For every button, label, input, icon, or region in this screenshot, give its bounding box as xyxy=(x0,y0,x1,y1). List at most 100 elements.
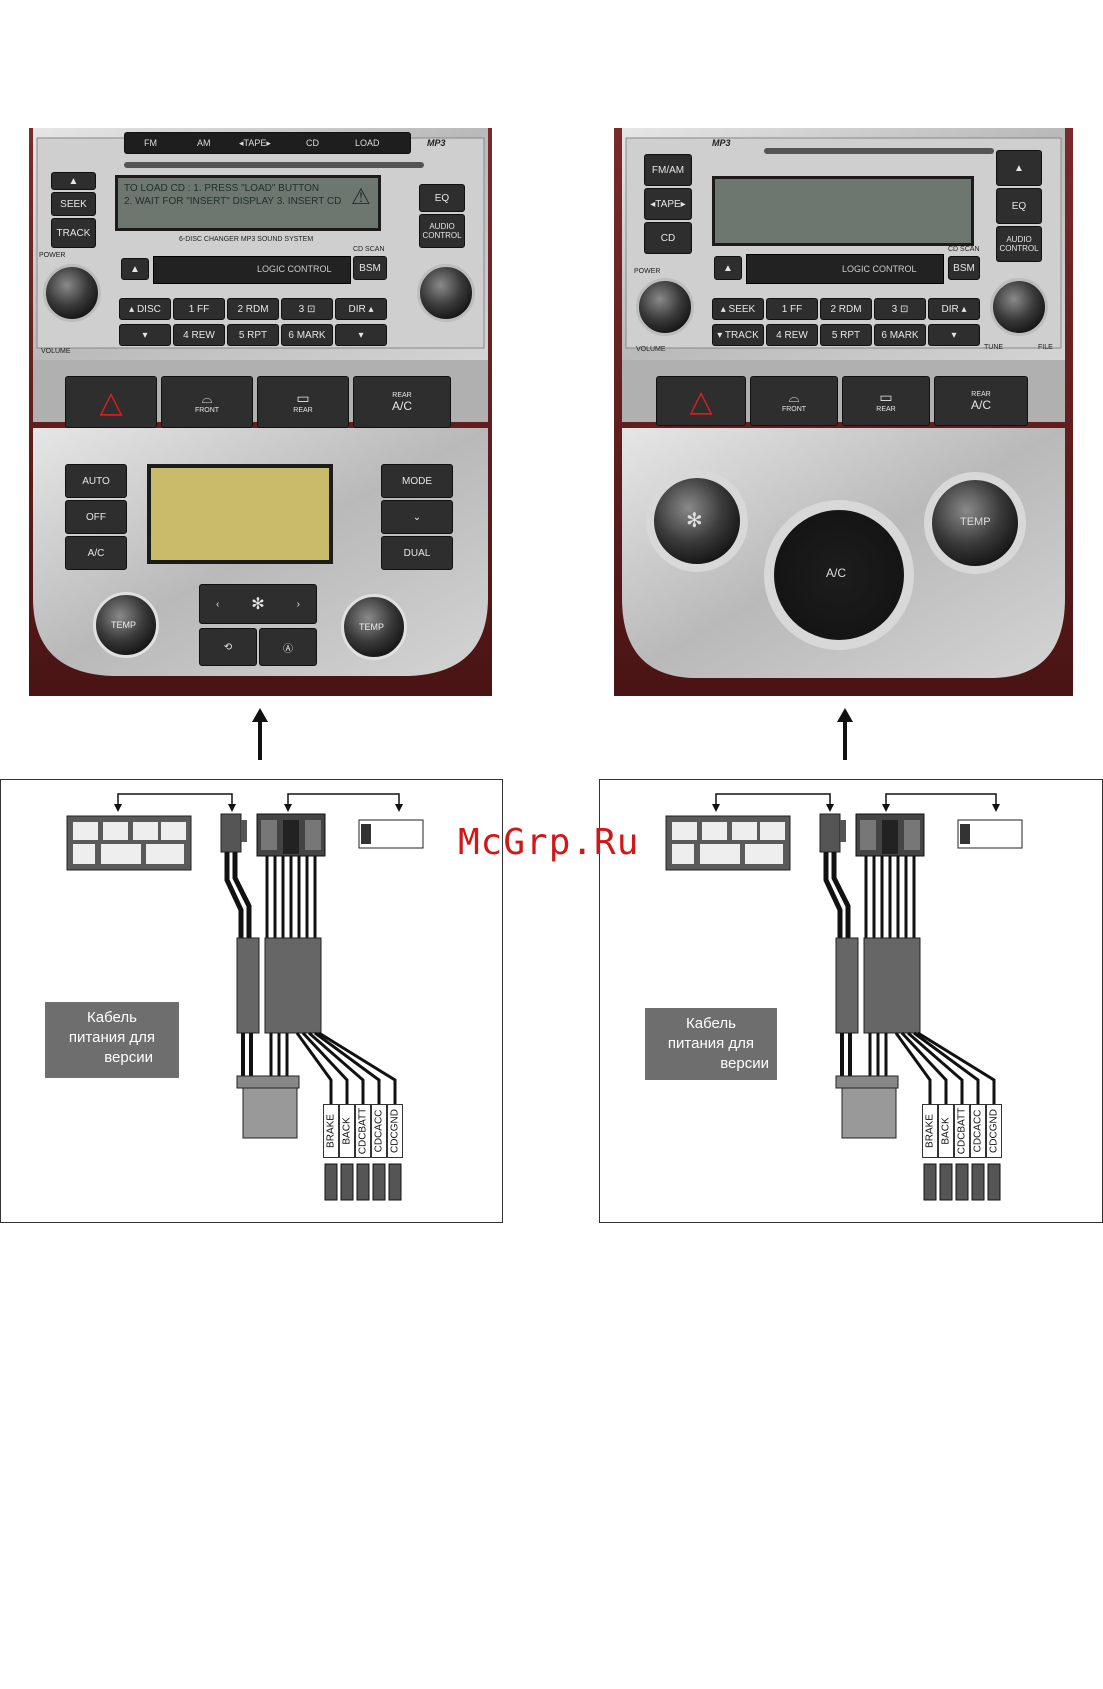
seek-up-button[interactable]: ▴ SEEK xyxy=(712,298,764,320)
bsm-button[interactable]: BSM xyxy=(948,256,980,280)
mode-dial[interactable] xyxy=(764,500,914,650)
volume-knob[interactable] xyxy=(636,278,694,336)
track-down-button[interactable]: ▾ TRACK xyxy=(712,324,764,346)
temp-knob-right[interactable] xyxy=(341,594,407,660)
load-button[interactable]: LOAD xyxy=(355,138,380,148)
am-button[interactable]: AM xyxy=(197,138,211,148)
dir-up-button[interactable]: DIR ▴ xyxy=(335,298,387,320)
cd-button[interactable]: CD xyxy=(306,138,319,148)
ac-button[interactable]: A/C xyxy=(65,536,127,570)
rear-defrost-button[interactable]: ▭REAR xyxy=(257,376,349,428)
rear-defrost-button[interactable]: ▭REAR xyxy=(842,376,930,426)
dual-button[interactable]: DUAL xyxy=(381,536,453,570)
cable-label-line-1: Кабель xyxy=(87,1009,137,1026)
bsm-button[interactable]: BSM xyxy=(353,256,387,280)
tune-knob[interactable] xyxy=(990,278,1048,336)
left-harness-drawing xyxy=(66,793,424,1201)
cd-slot xyxy=(764,148,994,154)
warning-triangle-icon: ⚠ xyxy=(351,184,371,209)
preset-6[interactable]: 6 MARK xyxy=(874,324,926,346)
front-defrost-icon: ⌓ xyxy=(201,390,213,406)
tape-button[interactable]: ◂TAPE▸ xyxy=(239,138,271,148)
front-defrost-button[interactable]: ⌓FRONT xyxy=(161,376,253,428)
audio-control-button[interactable]: AUDIO CONTROL xyxy=(419,214,465,248)
fm-am-button[interactable]: FM/AM xyxy=(644,154,692,186)
cassette-slot xyxy=(153,256,351,284)
wire-tag-cdcacc: CDCACC xyxy=(371,1104,387,1158)
cable-label-line-2: питания для xyxy=(667,1035,755,1052)
preset-4[interactable]: 4 REW xyxy=(173,324,225,346)
preset-3[interactable]: 3 ⊡ xyxy=(874,298,926,320)
preset-2[interactable]: 2 RDM xyxy=(820,298,872,320)
wire-tag-back: BACK xyxy=(938,1104,954,1158)
wire-tag-cdcbatt: CDCBATT xyxy=(954,1104,970,1158)
fan-speed-control[interactable]: ‹✻› xyxy=(199,584,317,624)
system-subtitle: 6-DISC CHANGER MP3 SOUND SYSTEM xyxy=(179,236,314,243)
cable-label-line-1: Кабель xyxy=(686,1015,736,1032)
auto-defog-button[interactable]: Ⓐ xyxy=(259,628,317,666)
chevron-down-icon: ⌄ xyxy=(412,511,422,523)
preset-4[interactable]: 4 REW xyxy=(766,324,818,346)
preset-disc-up[interactable]: ▴ DISC xyxy=(119,298,171,320)
radio-display xyxy=(712,176,974,246)
dir-down-button[interactable]: ▾ xyxy=(928,324,980,346)
mode-button[interactable]: MODE xyxy=(381,464,453,498)
left-up-arrow xyxy=(252,708,268,760)
right-up-arrow xyxy=(837,708,853,760)
disc-down-button[interactable]: ▾ xyxy=(119,324,171,346)
defog-icon: Ⓐ xyxy=(283,643,293,655)
right-harness-drawing xyxy=(665,793,1023,1201)
preset-1[interactable]: 1 FF xyxy=(173,298,225,320)
cassette-slot xyxy=(746,254,944,284)
right-cable-label: Кабель питания для версии xyxy=(645,1008,777,1080)
tape-button[interactable]: ◂TAPE▸ xyxy=(644,188,692,220)
track-button[interactable]: TRACK xyxy=(51,218,96,248)
auto-button[interactable]: AUTO xyxy=(65,464,127,498)
mp3-badge: MP3 xyxy=(712,138,731,148)
temp-label: TEMP xyxy=(960,516,991,528)
hazard-button[interactable]: △ xyxy=(656,376,746,426)
volume-knob[interactable] xyxy=(43,264,101,322)
temp-knob[interactable] xyxy=(924,472,1026,574)
hazard-button[interactable]: △ xyxy=(65,376,157,428)
climate-display xyxy=(147,464,333,564)
preset-5[interactable]: 5 RPT xyxy=(227,324,279,346)
mode-down-button[interactable]: ⌄ xyxy=(381,500,453,534)
eject-button[interactable]: ▲ xyxy=(51,172,96,190)
mp3-badge: MP3 xyxy=(427,138,446,148)
audio-control-button[interactable]: AUDIO CONTROL xyxy=(996,226,1042,262)
eject-button[interactable]: ▲ xyxy=(996,150,1042,186)
preset-2[interactable]: 2 RDM xyxy=(227,298,279,320)
cd-button[interactable]: CD xyxy=(644,222,692,254)
temp-knob-left[interactable] xyxy=(93,592,159,658)
preset-1[interactable]: 1 FF xyxy=(766,298,818,320)
lcd-line-2: 2. WAIT FOR "INSERT" DISPLAY 3. INSERT C… xyxy=(124,196,342,207)
file-label: FILE xyxy=(1038,344,1053,351)
fan-knob[interactable] xyxy=(646,470,748,572)
climate-off-button[interactable]: OFF xyxy=(65,500,127,534)
dir-down-button[interactable]: ▾ xyxy=(335,324,387,346)
eq-button[interactable]: EQ xyxy=(419,184,465,212)
eq-button[interactable]: EQ xyxy=(996,188,1042,224)
right-dashboard-photo: FM/AM ◂TAPE▸ CD MP3 ▲ EQ AUDIO CONTROL ▲… xyxy=(614,128,1073,696)
rear-defrost-icon: ▭ xyxy=(296,390,310,406)
tape-eject-button[interactable]: ▲ xyxy=(714,256,742,280)
cd-scan-label: CD SCAN xyxy=(353,246,385,253)
rear-defrost-icon: ▭ xyxy=(879,389,893,405)
seek-button[interactable]: SEEK xyxy=(51,192,96,216)
preset-3[interactable]: 3 ⊡ xyxy=(281,298,333,320)
right-wiring-diagram: Кабель питания для версии BRAKE BACK CDC… xyxy=(599,779,1103,1223)
front-defrost-button[interactable]: ⌓FRONT xyxy=(750,376,838,426)
tape-eject-button[interactable]: ▲ xyxy=(121,258,149,280)
dir-up-button[interactable]: DIR ▴ xyxy=(928,298,980,320)
recirculation-button[interactable]: ⟲ xyxy=(199,628,257,666)
fm-button[interactable]: FM xyxy=(144,138,157,148)
tune-knob[interactable] xyxy=(417,264,475,322)
hazard-icon: △ xyxy=(99,385,123,419)
preset-5[interactable]: 5 RPT xyxy=(820,324,872,346)
preset-6[interactable]: 6 MARK xyxy=(281,324,333,346)
ac-center-label[interactable]: A/C xyxy=(826,566,847,580)
cable-label-line-2: питания для xyxy=(68,1029,156,1046)
